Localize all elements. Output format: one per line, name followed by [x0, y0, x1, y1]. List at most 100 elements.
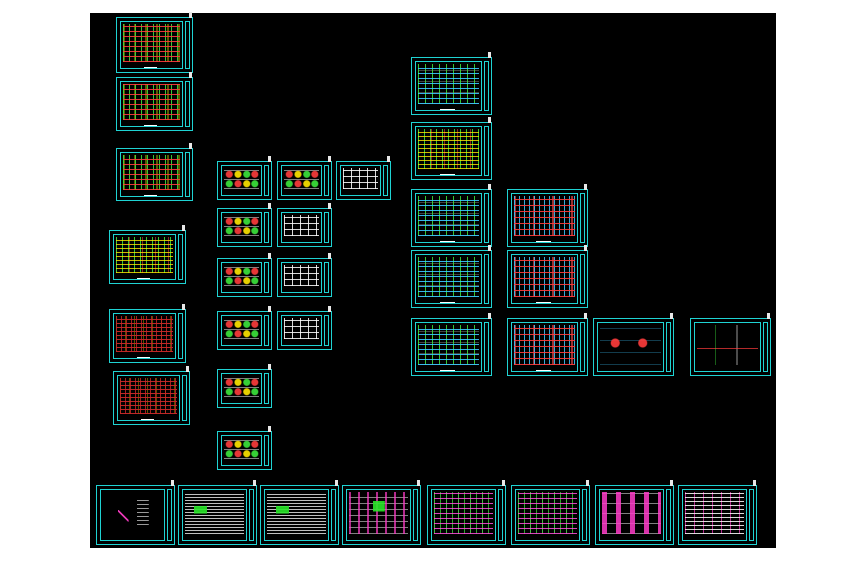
drawing-sheet[interactable]: [96, 480, 175, 545]
sheet-grip-handle[interactable]: [488, 117, 491, 123]
sheet-title-mark: [508, 301, 579, 304]
drawing-sheet[interactable]: [593, 313, 674, 376]
sheet-title-mark: [412, 240, 483, 243]
drawing-sheet[interactable]: [217, 156, 272, 200]
drawing-sheet[interactable]: [511, 480, 590, 545]
sheet-grip-handle[interactable]: [171, 480, 174, 486]
drawing-sheet[interactable]: [178, 480, 257, 545]
drawing-sheet[interactable]: [690, 313, 771, 376]
sheet-grip-handle[interactable]: [488, 52, 491, 58]
drawing-sheet[interactable]: [336, 156, 391, 200]
drawing-sheet[interactable]: [217, 306, 272, 350]
structural-plan-drawing: [418, 129, 479, 169]
sheet-title-mark: [508, 240, 579, 243]
sheet-grip-handle[interactable]: [328, 156, 331, 162]
cad-model-space[interactable]: [90, 12, 776, 548]
sheet-grip-handle[interactable]: [268, 253, 271, 259]
drawing-sheet[interactable]: [411, 313, 492, 376]
sheet-grip-handle[interactable]: [268, 426, 271, 432]
column-detail-drawing: [224, 376, 259, 397]
drawing-sheet[interactable]: [411, 184, 492, 247]
sheet-grip-handle[interactable]: [488, 184, 491, 190]
sheet-grip-handle[interactable]: [268, 306, 271, 312]
drawing-sheet[interactable]: [217, 203, 272, 247]
schedule-table: [284, 265, 319, 286]
column-detail-drawing: [224, 265, 259, 286]
sheet-grip-handle[interactable]: [584, 313, 587, 319]
drawing-sheet[interactable]: [217, 253, 272, 297]
sheet-title-mark: [110, 356, 177, 359]
sheet-title-mark: [508, 369, 579, 372]
structural-plan-drawing: [418, 64, 479, 104]
sheet-grip-handle[interactable]: [268, 364, 271, 370]
schedule-table: [284, 318, 319, 339]
sheet-grip-handle[interactable]: [502, 480, 505, 486]
sheet-title-mark: [117, 66, 184, 69]
drawing-sheet[interactable]: [277, 253, 332, 297]
schedule-table: [343, 168, 378, 189]
section-detail-drawing: [600, 325, 661, 365]
drawing-sheet[interactable]: [507, 184, 588, 247]
sheet-grip-handle[interactable]: [268, 156, 271, 162]
drawing-sheet[interactable]: [277, 306, 332, 350]
drawing-sheet[interactable]: [411, 117, 492, 180]
drawing-sheet[interactable]: [277, 203, 332, 247]
sheet-title-mark: [117, 124, 184, 127]
drawing-sheet[interactable]: [277, 156, 332, 200]
sheet-grip-handle[interactable]: [387, 156, 390, 162]
column-detail-drawing: [224, 215, 259, 236]
drawing-sheet[interactable]: [116, 12, 193, 73]
drawing-sheet[interactable]: [342, 480, 421, 545]
sheet-grip-handle[interactable]: [328, 203, 331, 209]
sheet-grip-handle[interactable]: [328, 253, 331, 259]
cover-sheet-drawing: [103, 492, 162, 534]
drawing-sheet[interactable]: [109, 225, 186, 284]
sheet-grip-handle[interactable]: [182, 225, 185, 231]
sheet-grip-handle[interactable]: [753, 480, 756, 486]
drawing-sheet[interactable]: [116, 143, 193, 201]
sheet-title-mark: [412, 173, 483, 176]
sheet-grip-handle[interactable]: [417, 480, 420, 486]
sheet-grip-handle[interactable]: [253, 480, 256, 486]
sheet-grip-handle[interactable]: [767, 313, 770, 319]
sheet-grip-handle[interactable]: [189, 143, 192, 149]
sheet-grip-handle[interactable]: [670, 313, 673, 319]
sheet-grip-handle[interactable]: [586, 480, 589, 486]
drawing-sheet[interactable]: [507, 313, 588, 376]
drawing-sheet[interactable]: [507, 245, 588, 308]
sheet-grip-handle[interactable]: [584, 245, 587, 251]
column-detail-drawing: [224, 318, 259, 339]
drawing-sheet[interactable]: [595, 480, 674, 545]
sheet-grip-handle[interactable]: [186, 366, 189, 372]
sheet-grip-handle[interactable]: [189, 12, 192, 18]
sheet-title-mark: [412, 108, 483, 111]
sheet-grip-handle[interactable]: [328, 306, 331, 312]
sheet-grip-handle[interactable]: [670, 480, 673, 486]
drawing-sheet[interactable]: [116, 72, 193, 131]
drawing-sheet[interactable]: [411, 245, 492, 308]
sheet-grip-handle[interactable]: [335, 480, 338, 486]
sheet-grip-handle[interactable]: [189, 72, 192, 78]
sheet-grip-handle[interactable]: [268, 203, 271, 209]
drawing-sheet[interactable]: [678, 480, 757, 545]
drawing-sheet[interactable]: [217, 426, 272, 470]
drawing-sheet[interactable]: [109, 304, 186, 363]
sheet-grip-handle[interactable]: [488, 313, 491, 319]
structural-plan-drawing: [418, 196, 479, 236]
schedule-table: [284, 215, 319, 236]
floor-plan-drawing: [120, 378, 177, 414]
sheet-grip-handle[interactable]: [488, 245, 491, 251]
drawing-sheet[interactable]: [411, 52, 492, 115]
sheet-grip-handle[interactable]: [182, 304, 185, 310]
sheet-grip-handle[interactable]: [584, 184, 587, 190]
drawing-sheet[interactable]: [427, 480, 506, 545]
sheet-title-mark: [412, 301, 483, 304]
sheet-title-mark: [110, 277, 177, 280]
sheet-title-mark: [412, 369, 483, 372]
drawing-sheet[interactable]: [113, 366, 190, 425]
drawing-sheet[interactable]: [260, 480, 339, 545]
foundation-plan-drawing: [434, 492, 493, 534]
drawing-sheet[interactable]: [217, 364, 272, 408]
beam-layout-drawing: [514, 196, 575, 236]
pile-cap-detail-drawing: [602, 492, 661, 534]
